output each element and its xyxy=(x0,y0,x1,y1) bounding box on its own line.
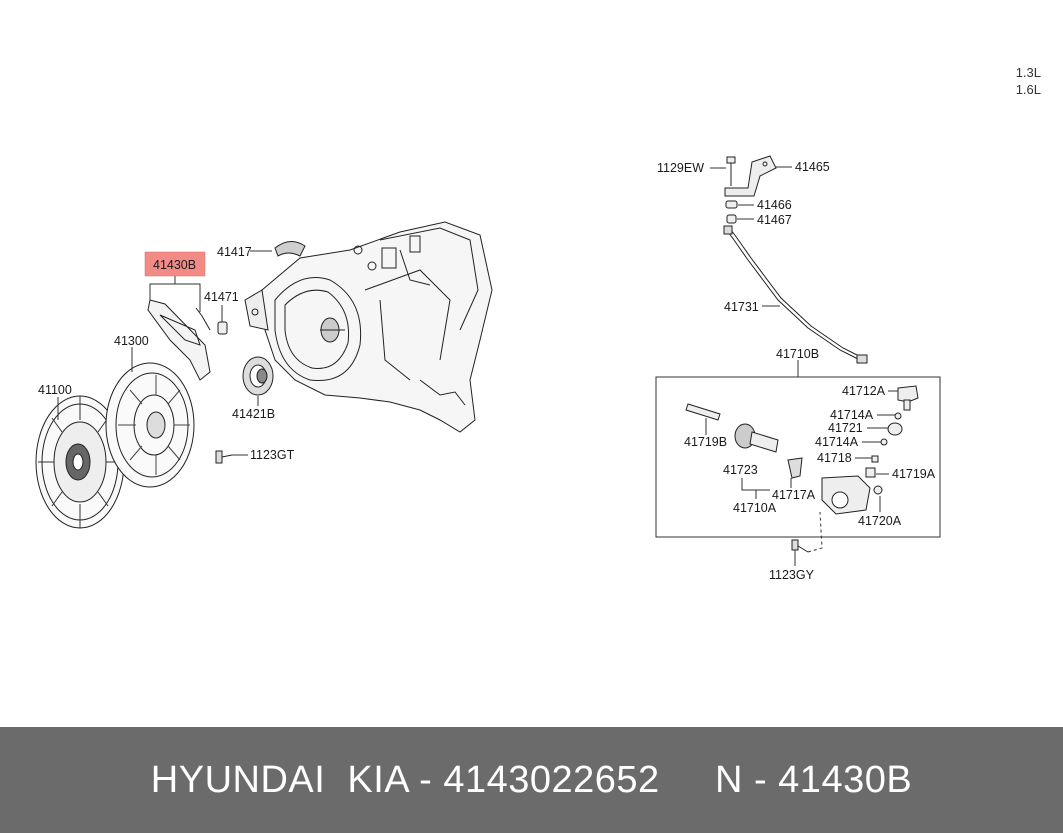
engine-label-2: 1.6L xyxy=(1015,82,1041,97)
highlight-box xyxy=(144,251,206,277)
part-number-footer: HYUNDAI KIA - 4143022652 N - 41430B xyxy=(0,727,1063,833)
label-1123gt: 1123GT xyxy=(250,448,295,462)
release-bearing-drawing xyxy=(242,356,274,396)
label-41721: 41721 xyxy=(828,421,863,435)
label-41421b: 41421B xyxy=(232,407,275,421)
bolt-1123gy-drawing xyxy=(791,539,809,553)
label-41714a-lower: 41714A xyxy=(815,435,859,449)
label-41471: 41471 xyxy=(204,290,239,304)
label-41723: 41723 xyxy=(723,463,758,477)
leader-lines-right xyxy=(705,166,898,566)
label-41467: 41467 xyxy=(757,213,792,227)
clip-drawing xyxy=(217,321,228,335)
label-41300: 41300 xyxy=(114,334,149,348)
transmission-drawing xyxy=(244,221,493,433)
label-41417: 41417 xyxy=(217,245,252,259)
leader-lines-left xyxy=(57,250,272,456)
parts-diagram: 41417 41430B 41471 41300 41100 41421B 11… xyxy=(35,155,941,582)
label-41719b: 41719B xyxy=(684,435,727,449)
label-41710b: 41710B xyxy=(776,347,819,361)
cylinder-assembly-box xyxy=(655,376,941,538)
label-41466: 41466 xyxy=(757,198,792,212)
label-1129ew: 1129EW xyxy=(657,161,704,175)
engine-spec-labels: 1.3L 1.6L xyxy=(1016,64,1041,98)
clutch-cover-drawing xyxy=(105,362,195,488)
label-41718: 41718 xyxy=(817,451,852,465)
cylinder-parts-drawing xyxy=(685,385,919,515)
label-41720a: 41720A xyxy=(858,514,902,528)
bolt-1123gt-drawing xyxy=(215,450,233,464)
label-41430b-highlighted: 41430B xyxy=(153,258,196,272)
fork-boot-drawing xyxy=(274,241,306,257)
clutch-disc-drawing xyxy=(35,395,125,529)
label-41465: 41465 xyxy=(795,160,830,174)
label-1123gy: 1123GY xyxy=(769,568,815,582)
label-41714a-upper: 41714A xyxy=(830,408,874,422)
footer-text: HYUNDAI KIA - 4143022652 N - 41430B xyxy=(150,758,913,801)
label-41100: 41100 xyxy=(38,383,72,397)
label-41719a: 41719A xyxy=(892,467,936,481)
label-41731: 41731 xyxy=(724,300,759,314)
release-fork-drawing xyxy=(147,299,211,381)
label-41717a: 41717A xyxy=(772,488,816,502)
engine-label-1: 1.3L xyxy=(1015,65,1041,80)
bracket-drawing xyxy=(724,155,777,224)
clutch-pipe-drawing xyxy=(723,225,868,364)
label-41710a: 41710A xyxy=(733,501,777,515)
label-41712a: 41712A xyxy=(842,384,886,398)
